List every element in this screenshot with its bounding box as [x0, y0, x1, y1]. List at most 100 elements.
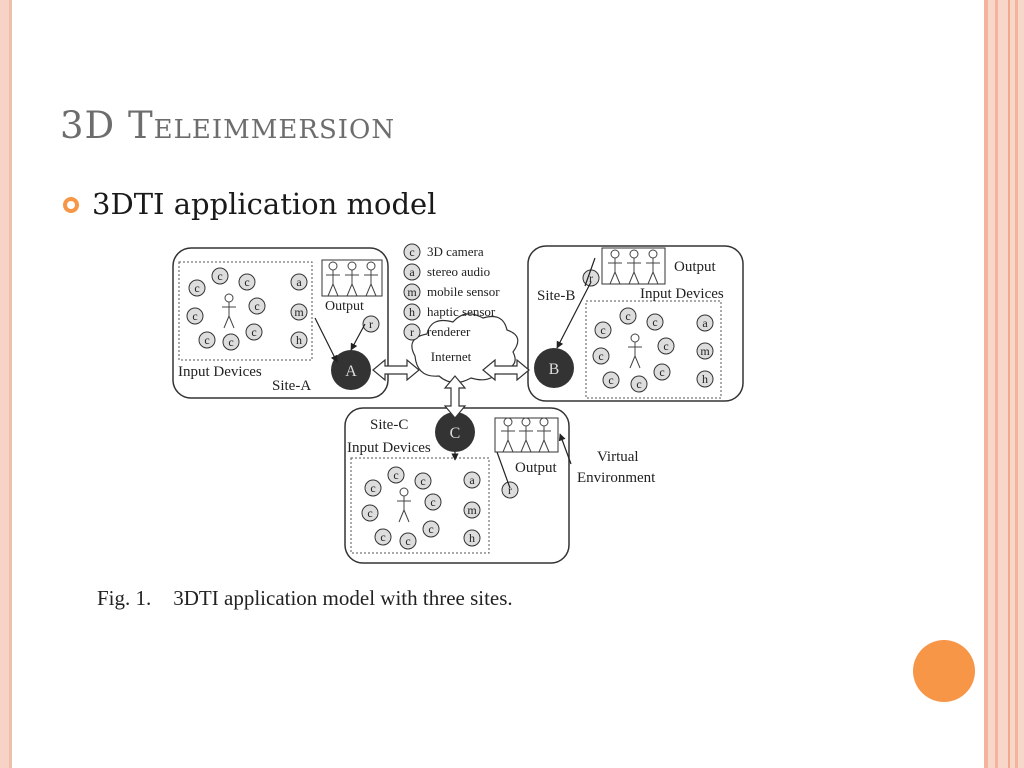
left-border-stripe-inner	[9, 0, 12, 768]
internet-label: Internet	[431, 349, 472, 364]
site-c-camera-icon: c	[399, 532, 417, 550]
slide-title: 3D Teleimmersion	[60, 104, 396, 147]
svg-text:c: c	[659, 365, 664, 379]
site-a-camera-icon: c	[211, 267, 229, 285]
svg-text:a: a	[469, 473, 475, 487]
svg-text:h: h	[296, 333, 302, 347]
site-a-renderer-icon: r	[362, 315, 380, 333]
link-c-internet	[443, 375, 467, 419]
figure-caption-text: 3DTI application model with three sites.	[173, 586, 513, 610]
bullet-text: 3DTI application model	[92, 187, 437, 221]
svg-text:c: c	[405, 534, 410, 548]
svg-text:c: c	[194, 281, 199, 295]
site-b-node	[534, 348, 574, 388]
svg-text:a: a	[409, 265, 415, 279]
svg-text:c: c	[600, 323, 605, 337]
site-c-camera-icon: c	[364, 479, 382, 497]
renderer-links	[314, 257, 596, 489]
site-a-camera-icon: c	[186, 307, 204, 325]
svg-text:a: a	[296, 275, 302, 289]
site-a: Output Input Devices Site-A A	[172, 247, 389, 399]
site-a-audio-icon: a	[290, 273, 308, 291]
figure-caption: Fig. 1. 3DTI application model with three…	[97, 586, 513, 611]
site-a-haptic-sensor-icon: h	[290, 331, 308, 349]
legend-symbol-3D-camera: c	[403, 243, 421, 261]
site-a-node	[331, 350, 371, 390]
site-c-mobile-sensor-icon: m	[463, 501, 481, 519]
svg-text:c: c	[625, 309, 630, 323]
site-b-camera-icon: c	[630, 375, 648, 393]
svg-text:c: c	[420, 474, 425, 488]
svg-text:h: h	[409, 305, 415, 319]
svg-text:c: c	[228, 335, 233, 349]
svg-text:c: c	[192, 309, 197, 323]
site-c-input-area	[350, 457, 490, 554]
right-border-stripe	[1015, 0, 1018, 768]
site-b-node-label: B	[549, 361, 560, 378]
site-c-camera-icon: c	[374, 528, 392, 546]
svg-text:c: c	[393, 468, 398, 482]
right-border-stripe	[984, 0, 988, 768]
link-a-internet	[372, 358, 420, 382]
svg-text:m: m	[467, 503, 477, 517]
site-b-box	[527, 245, 744, 402]
legend-symbol-renderer: r	[403, 323, 421, 341]
site-a-camera-icon: c	[248, 297, 266, 315]
site-b: Output Input Devices Site-B B	[527, 245, 744, 402]
site-c-node	[435, 412, 475, 452]
svg-text:c: c	[244, 275, 249, 289]
site-a-input-label: Input Devices	[178, 364, 262, 380]
legend-label: haptic sensor	[427, 304, 496, 319]
site-c-audio-icon: a	[463, 471, 481, 489]
site-a-name: Site-A	[272, 378, 311, 394]
site-c-camera-icon: c	[414, 472, 432, 490]
site-b-output-label: Output	[674, 259, 717, 275]
svg-text:c: c	[430, 495, 435, 509]
left-border-stripe	[0, 0, 9, 768]
site-a-camera-icon: c	[245, 323, 263, 341]
svg-text:a: a	[702, 316, 708, 330]
site-b-camera-icon: c	[653, 363, 671, 381]
svg-text:c: c	[636, 377, 641, 391]
svg-text:m: m	[407, 285, 417, 299]
site-b-name: Site-B	[537, 288, 575, 304]
right-border-stripe	[995, 0, 998, 768]
link-b-internet	[482, 358, 530, 382]
site-a-mobile-sensor-icon: m	[290, 303, 308, 321]
site-b-haptic-sensor-icon: h	[696, 370, 714, 388]
svg-text:h: h	[702, 372, 708, 386]
svg-text:r: r	[589, 271, 593, 285]
site-b-audio-icon: a	[696, 314, 714, 332]
site-b-camera-icon: c	[657, 337, 675, 355]
svg-text:c: c	[608, 373, 613, 387]
site-c-camera-icon: c	[361, 504, 379, 522]
svg-text:c: c	[204, 333, 209, 347]
site-b-camera-icon: c	[602, 371, 620, 389]
site-a-camera-icon: c	[222, 333, 240, 351]
svg-text:c: c	[380, 530, 385, 544]
svg-text:c: c	[251, 325, 256, 339]
site-a-input-area	[178, 261, 313, 361]
figure-number: Fig. 1.	[97, 586, 152, 610]
svg-text:c: c	[254, 299, 259, 313]
site-a-output-label: Output	[325, 299, 364, 314]
decorative-circle	[913, 640, 975, 702]
svg-text:c: c	[409, 245, 414, 259]
3dti-diagram: Output Input Devices Site-A A Output Inp…	[172, 243, 744, 564]
svg-text:r: r	[410, 325, 414, 339]
virtual-env-label-1: Virtual	[597, 449, 639, 465]
site-b-mobile-sensor-icon: m	[696, 342, 714, 360]
legend-label: mobile sensor	[427, 284, 500, 299]
svg-text:r: r	[508, 483, 512, 497]
svg-text:h: h	[469, 531, 475, 545]
site-c-input-label: Input Devices	[347, 440, 431, 456]
right-border-band	[988, 0, 1024, 768]
site-c-camera-icon: c	[424, 493, 442, 511]
svg-text:c: c	[652, 315, 657, 329]
legend-symbol-stereo-audio: a	[403, 263, 421, 281]
legend-label: renderer	[427, 324, 471, 339]
legend-label: stereo audio	[427, 264, 490, 279]
svg-text:c: c	[367, 506, 372, 520]
